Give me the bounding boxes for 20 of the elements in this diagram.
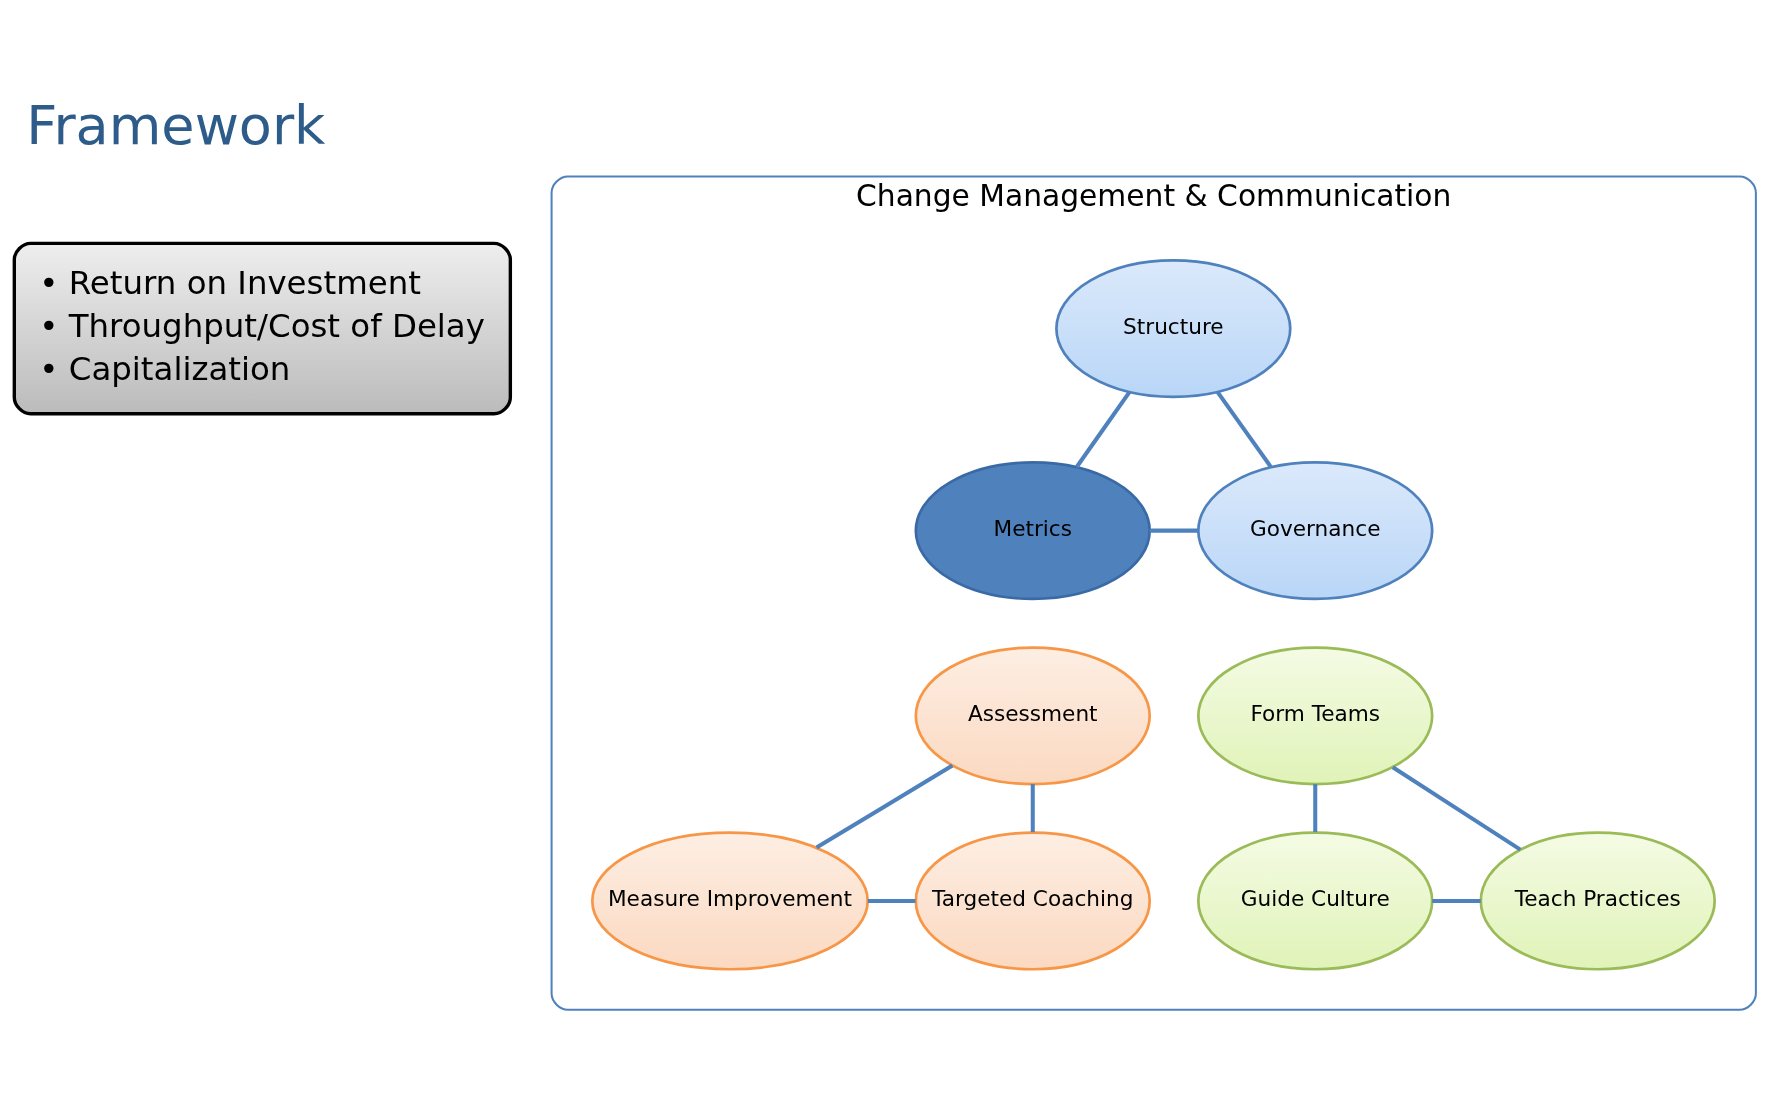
node-ellipse: Assessment xyxy=(914,645,1151,785)
diagram-title: Framework xyxy=(26,93,326,157)
node-ellipse: Teach Practices xyxy=(1479,830,1716,971)
node-ellipse: Metrics xyxy=(914,460,1151,600)
connector xyxy=(1313,783,1318,832)
node-box: • Return on Investment • Throughput/Cost of Delay • Capitalization xyxy=(12,241,513,415)
connector xyxy=(1432,898,1481,903)
node-ellipse: Guide Culture xyxy=(1197,830,1434,971)
connector xyxy=(815,763,954,849)
connector xyxy=(1030,783,1035,832)
connector xyxy=(1215,390,1273,468)
node-ellipse: Measure Improvement xyxy=(590,830,870,971)
connector xyxy=(1075,390,1132,468)
node-ellipse: Targeted Coaching xyxy=(914,830,1151,971)
node-ellipse: Governance xyxy=(1197,460,1434,600)
connector xyxy=(1149,528,1199,533)
connector xyxy=(1391,765,1522,851)
node-ellipse: Structure xyxy=(1055,258,1292,398)
connector xyxy=(867,898,916,903)
node-ellipse: Form Teams xyxy=(1197,645,1434,785)
